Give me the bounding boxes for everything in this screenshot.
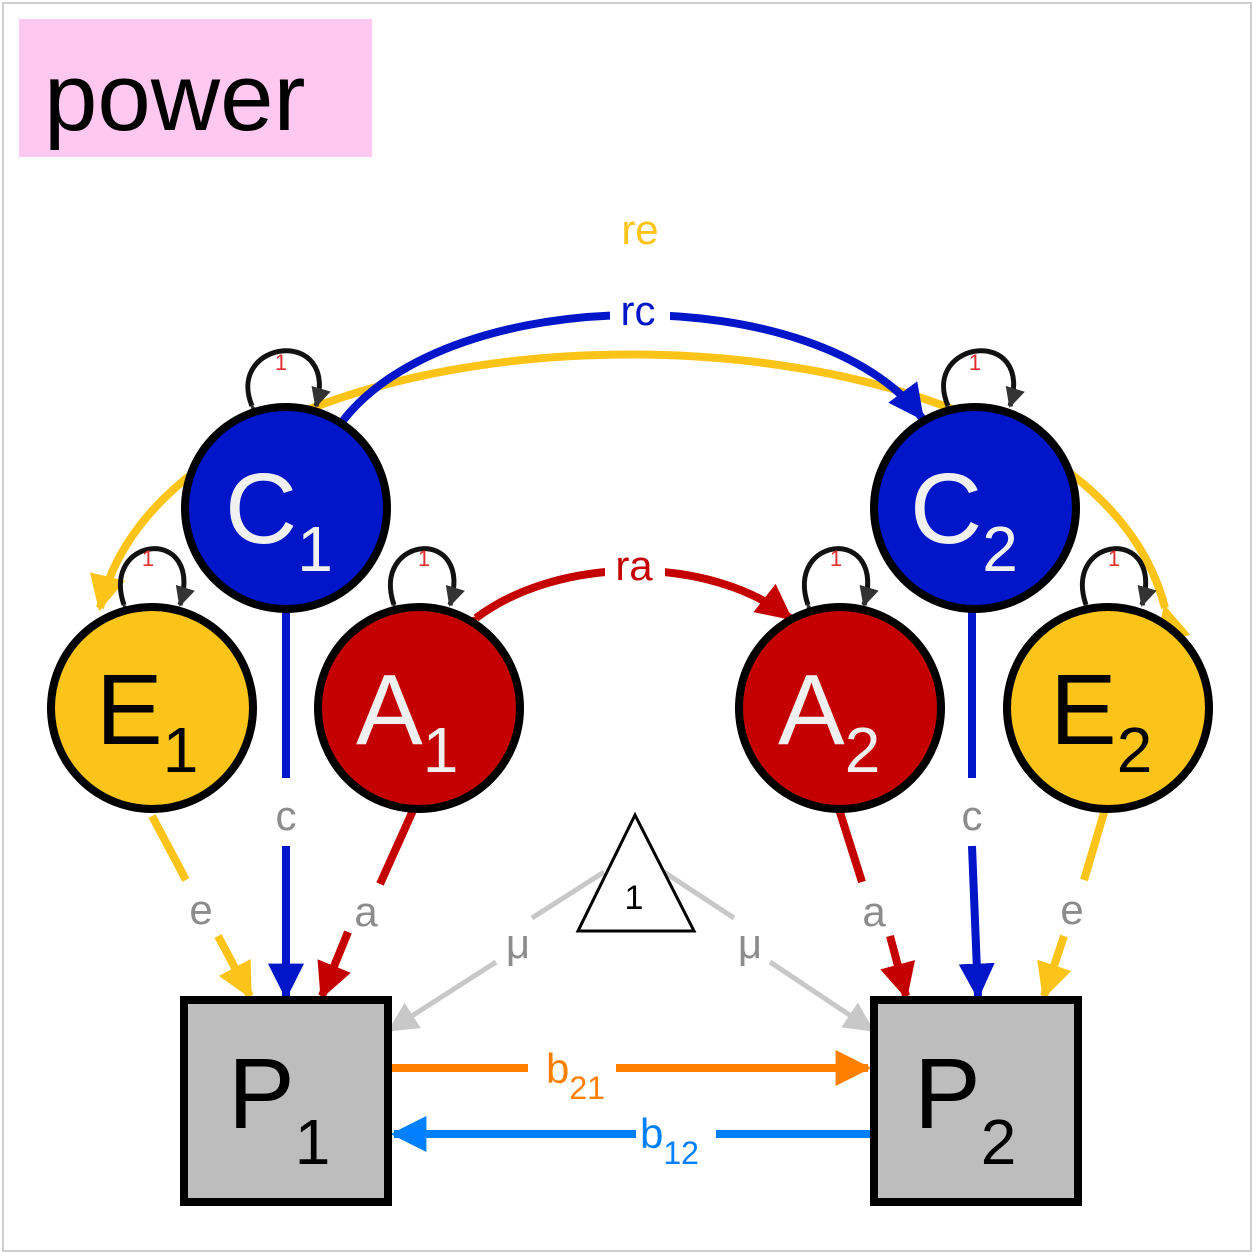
mu-path-left-upper [530, 869, 606, 921]
title-text: power [44, 44, 305, 151]
re-label-bg [610, 208, 670, 254]
node-p2: P2 [870, 996, 1082, 1206]
c-label-left: c [276, 792, 297, 839]
b12-label: b12 [640, 1110, 699, 1171]
node-e1-label: E1 [96, 654, 198, 786]
path-e2-upper [1080, 804, 1110, 882]
variance-label-e2: 1 [1108, 546, 1120, 571]
node-a1-label: A1 [356, 654, 458, 786]
variance-loops: 1 1 1 1 1 1 [117, 348, 1157, 626]
path-e2-to-p2 [1037, 934, 1072, 1000]
node-a2: A2 [735, 603, 945, 813]
node-p1-label: P1 [228, 1038, 330, 1178]
path-a1-to-p1 [317, 930, 352, 1000]
c-label-right: c [962, 792, 983, 839]
variance-label-a2: 1 [830, 546, 842, 571]
variance-loop-e1 [117, 546, 195, 626]
ra-label: ra [615, 542, 653, 589]
mu-path-to-p2 [768, 959, 875, 1033]
variance-loop-c1 [245, 348, 331, 427]
mu-path-right-upper [662, 869, 736, 921]
path-c2-to-p2 [958, 845, 995, 1000]
node-c1: C1 [181, 403, 391, 613]
mean-triangle-label: 1 [625, 879, 644, 917]
node-p2-label: P2 [914, 1038, 1016, 1178]
a-label-right: a [862, 888, 886, 935]
node-e2-label: E2 [1050, 654, 1152, 786]
node-a1: A1 [314, 603, 524, 813]
ra-label-bg [605, 545, 665, 589]
variance-label-c2: 1 [969, 350, 981, 375]
node-e1: E1 [47, 603, 257, 813]
node-p1: P1 [180, 996, 392, 1206]
e-label-left: e [189, 886, 212, 933]
rc-label: rc [621, 287, 656, 334]
variance-loop-e2 [1079, 546, 1157, 626]
mu-label-left: μ [506, 920, 530, 967]
variance-loop-a2 [801, 546, 879, 626]
variance-label-e1: 1 [142, 546, 154, 571]
mean-triangle: 1 [575, 811, 697, 933]
node-c2: C2 [870, 403, 1080, 613]
path-a1-upper [376, 804, 419, 886]
re-label: re [621, 206, 658, 253]
node-c1-label: C1 [225, 453, 333, 585]
variance-loop-c2 [941, 348, 1025, 427]
e-label-right: e [1060, 886, 1083, 933]
title-box: power [19, 19, 372, 157]
path-a2-to-p2 [880, 934, 916, 1000]
node-e2: E2 [1003, 603, 1213, 813]
mu-path-to-p1 [387, 959, 498, 1033]
node-a2-label: A2 [778, 654, 880, 786]
a-label-left: a [354, 888, 378, 935]
rc-label-bg [610, 290, 670, 334]
path-e1-to-p1 [214, 934, 254, 1000]
path-e1-upper [148, 814, 190, 882]
variance-label-c1: 1 [275, 350, 287, 375]
mu-label-right: μ [738, 920, 762, 967]
node-c2-label: C2 [910, 453, 1018, 585]
variance-label-a1: 1 [418, 546, 430, 571]
variance-loop-a1 [387, 546, 465, 626]
path-a2-upper [834, 804, 866, 884]
b21-label: b21 [546, 1045, 605, 1106]
